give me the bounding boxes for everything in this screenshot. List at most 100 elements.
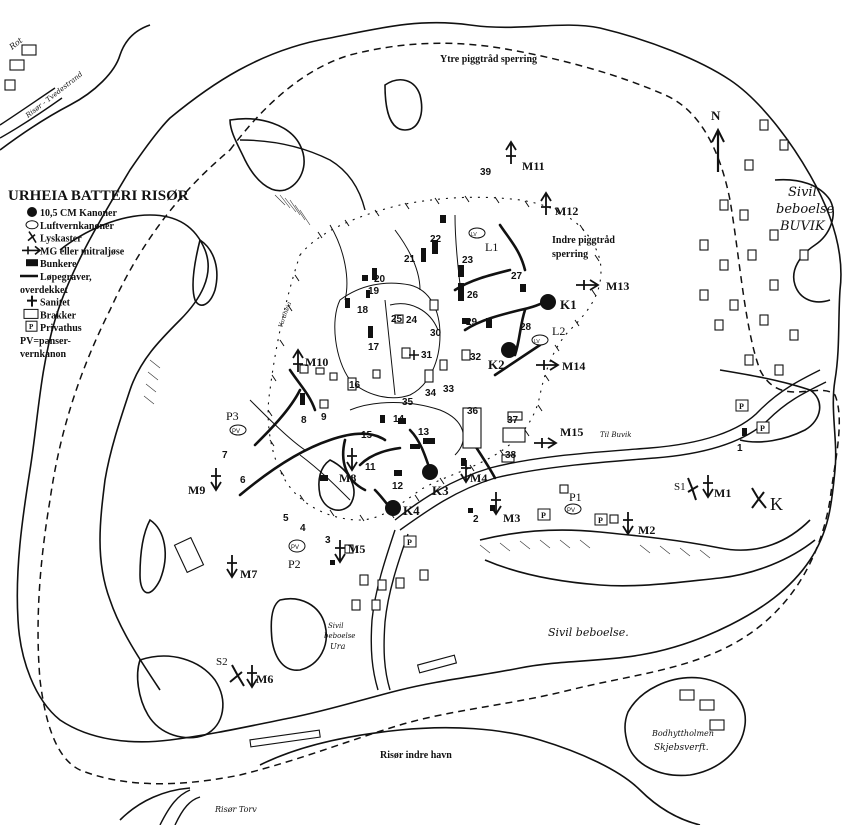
mg-label-m6: M6 xyxy=(256,672,273,686)
label-sivil-buvik-3: BUVIK xyxy=(779,219,826,234)
svg-text:10,5 CM Kanoner: 10,5 CM Kanoner xyxy=(40,208,118,219)
mg-m9: M9 xyxy=(188,468,222,497)
svg-text:LV: LV xyxy=(534,339,540,345)
svg-text:P: P xyxy=(739,402,744,411)
building-number-1: 1 xyxy=(737,443,743,454)
privathus-2: P xyxy=(537,508,551,521)
svg-text:K3: K3 xyxy=(432,483,449,498)
svg-text:P: P xyxy=(407,538,412,547)
svg-text:PV: PV xyxy=(232,429,240,435)
building-number-36: 36 xyxy=(467,406,479,417)
searchlight-s2: S2 xyxy=(216,656,245,687)
mg-m4: M4 xyxy=(460,460,487,485)
mg-m14: M14 xyxy=(536,359,585,373)
svg-text:S1: S1 xyxy=(674,481,686,493)
legend-item-12: vernkanon xyxy=(20,349,67,360)
mg-label-m9: M9 xyxy=(188,483,205,497)
label-k-searchlight: K xyxy=(770,494,783,514)
svg-text:K4: K4 xyxy=(403,503,420,518)
svg-text:Lyskaster: Lyskaster xyxy=(40,234,82,245)
mg-label-m3: M3 xyxy=(503,511,520,525)
aa-guns: LV L1 LV L2 xyxy=(468,227,565,346)
svg-text:P3: P3 xyxy=(226,409,239,423)
building-number-11: 11 xyxy=(365,462,376,473)
building-number-37: 37 xyxy=(507,415,519,426)
svg-text:Brakker: Brakker xyxy=(40,310,77,321)
building-number-5: 5 xyxy=(283,513,289,524)
mg-label-m15: M15 xyxy=(560,425,583,439)
mg-m7: M7 xyxy=(226,555,257,581)
searchlights: S1 S2 xyxy=(216,477,767,687)
mg-m6: M6 xyxy=(246,665,273,689)
building-number-4: 4 xyxy=(300,523,306,534)
place-labels: Ytre piggtråd sperring Indre piggtråd sp… xyxy=(7,35,835,814)
building-number-31: 31 xyxy=(421,350,433,361)
svg-text:P: P xyxy=(541,511,546,520)
barracks xyxy=(4,44,809,748)
building-number-39: 39 xyxy=(480,167,492,178)
mg-m13: M13 xyxy=(576,279,629,293)
svg-text:PV: PV xyxy=(567,508,575,514)
svg-text:PV: PV xyxy=(291,545,299,551)
svg-text:P: P xyxy=(598,516,603,525)
building-number-38: 38 xyxy=(505,450,517,461)
north-arrow: N xyxy=(711,108,725,172)
building-number-24: 24 xyxy=(406,315,418,326)
searchlight-symbol-k xyxy=(751,487,767,509)
building-number-17: 17 xyxy=(368,342,380,353)
gun-k4: K4 xyxy=(385,500,420,518)
svg-text:overdekket: overdekket xyxy=(20,285,68,296)
mg-label-m12: M12 xyxy=(555,204,578,218)
building-number-14: 14 xyxy=(393,414,405,425)
aa-l2: LV L2 xyxy=(531,324,565,346)
privathus-4: P xyxy=(735,399,749,412)
mg-m12: M12 xyxy=(540,191,578,218)
svg-text:S2: S2 xyxy=(216,656,228,668)
building-number-3: 3 xyxy=(325,535,331,546)
building-number-29: 29 xyxy=(466,317,478,328)
legend-item-1: 10,5 CM Kanoner xyxy=(27,207,118,219)
svg-text:LV: LV xyxy=(471,232,477,238)
coastline xyxy=(0,21,842,825)
label-risor-havn: Risør indre havn xyxy=(380,750,452,761)
sanitet-cross xyxy=(409,350,419,360)
label-ura-3: Ura xyxy=(330,642,346,651)
building-number-27: 27 xyxy=(511,271,523,282)
label-road-top: Risør - Tvedestrand xyxy=(24,70,85,120)
legend-item-9: Brakker xyxy=(23,308,77,321)
svg-text:P1: P1 xyxy=(569,490,582,504)
building-number-35: 35 xyxy=(402,397,414,408)
gun-k1: K1 xyxy=(540,294,577,312)
label-ytre-sperring: Ytre piggtråd sperring xyxy=(440,54,537,65)
building-number-6: 6 xyxy=(240,475,246,486)
label-ura-1: Sivil xyxy=(328,622,343,630)
gun-positions: K1 K2 K3 K4 xyxy=(385,294,577,518)
label-til-buvik: Til Buvik xyxy=(600,431,631,439)
svg-text:N: N xyxy=(711,108,721,123)
building-number-26: 26 xyxy=(467,290,479,301)
label-sivil-buvik-1: Sivil xyxy=(788,185,817,200)
building-number-22: 22 xyxy=(430,234,442,245)
building-number-12: 12 xyxy=(392,481,404,492)
building-number-13: 13 xyxy=(418,427,430,438)
building-number-20: 20 xyxy=(374,274,386,285)
mg-label-m14: M14 xyxy=(562,359,585,373)
svg-text:vernkanon: vernkanon xyxy=(20,349,67,360)
legend-item-11: PV=panser- xyxy=(20,336,71,347)
mg-label-m10: M10 xyxy=(305,355,328,369)
mg-label-m11: M11 xyxy=(522,159,545,173)
svg-text:L1: L1 xyxy=(485,240,498,254)
svg-text:Løpegraver,: Løpegraver, xyxy=(40,272,92,283)
mg-label-m4: M4 xyxy=(470,471,487,485)
svg-text:Luftvernkanoner: Luftvernkanoner xyxy=(40,221,114,232)
pv-p2: PV P2 xyxy=(288,539,306,571)
privathus-1: P xyxy=(403,535,417,548)
legend-item-6: Løpegraver, xyxy=(20,272,92,283)
building-number-7: 7 xyxy=(222,450,228,461)
mg-label-m5: M5 xyxy=(348,542,365,556)
building-number-16: 16 xyxy=(349,380,361,391)
